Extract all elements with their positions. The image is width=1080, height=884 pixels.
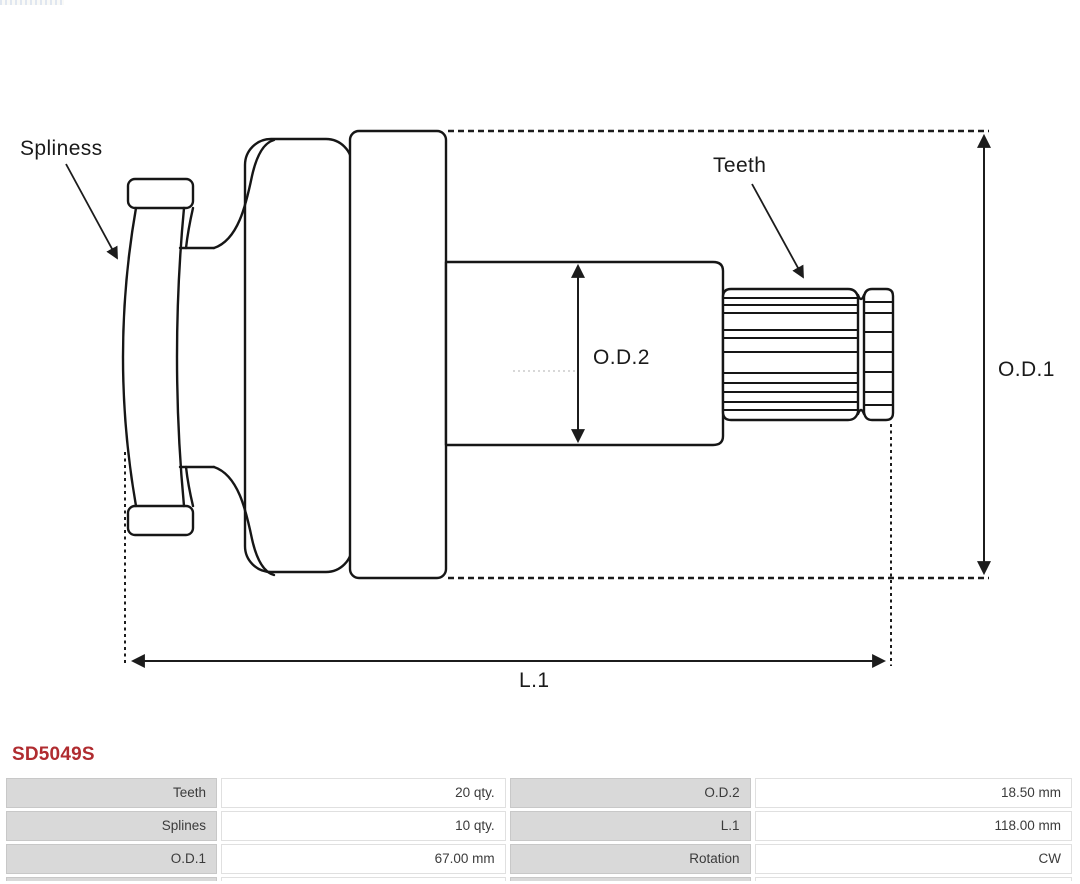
leader-spliness — [65, 163, 118, 260]
groove-notch-bottom — [856, 408, 866, 416]
spec-value-od2: 18.50 mm — [754, 778, 1072, 808]
label-l1: L.1 — [519, 669, 549, 692]
spline-block — [721, 287, 860, 422]
spec-value-rotation: CW — [754, 844, 1072, 874]
spec-label-teeth: Teeth — [6, 778, 218, 808]
collar-ear-bottom — [126, 504, 195, 537]
spec-value-teeth: 20 qty. — [221, 778, 506, 808]
spec-row-3: O.D.1 67.00 mm Rotation CW — [6, 844, 1072, 874]
technical-drawing: Spliness Teeth O.D.2 O.D.1 L.1 — [20, 129, 1055, 692]
cone-flare-top — [212, 138, 276, 250]
spec-value-splines: 10 qty. — [221, 811, 506, 841]
collar-funnel-bottom — [184, 465, 195, 508]
spec-value-l1: 118.00 mm — [754, 811, 1072, 841]
spec-label-od2: O.D.2 — [509, 778, 751, 808]
spec-table: Teeth 20 qty. O.D.2 18.50 mm Splines 10 … — [6, 778, 1072, 881]
collar-outer-edge — [121, 206, 138, 508]
spec-label-splines: Splines — [6, 811, 218, 841]
part-number: SD5049S — [12, 744, 95, 765]
collar-inner-edge — [175, 206, 186, 508]
dimension-lines — [65, 129, 991, 668]
spline-tip-teeth-lines — [863, 300, 894, 407]
spec-label-rotation: Rotation — [509, 844, 751, 874]
spec-label-od1: O.D.1 — [6, 844, 218, 874]
label-od2: O.D.2 — [593, 346, 650, 369]
corner-watermark-artifact — [0, 0, 64, 5]
spec-value-od1: 67.00 mm — [221, 844, 506, 874]
spline-tip — [862, 287, 895, 422]
spec-label-l1: L.1 — [509, 811, 751, 841]
groove-notch-top — [856, 293, 866, 301]
collar-funnel-top — [184, 206, 195, 250]
shaft-od2 — [444, 260, 725, 447]
label-teeth: Teeth — [713, 154, 766, 177]
cone-flare-bottom — [212, 465, 276, 577]
clutch-housing — [243, 137, 354, 574]
label-od1: O.D.1 — [998, 358, 1055, 381]
part-outline — [121, 129, 895, 580]
spec-row-2: Splines 10 qty. L.1 118.00 mm — [6, 811, 1072, 841]
spline-teeth-lines — [722, 296, 859, 412]
spec-row-cutoff — [6, 877, 1072, 881]
leader-teeth — [751, 183, 804, 279]
diagram-labels: Spliness Teeth O.D.2 O.D.1 L.1 — [20, 137, 1055, 692]
collar-ear-top — [126, 177, 195, 210]
label-spliness: Spliness — [20, 137, 103, 160]
spec-row-1: Teeth 20 qty. O.D.2 18.50 mm — [6, 778, 1072, 808]
front-cylinder — [348, 129, 448, 580]
